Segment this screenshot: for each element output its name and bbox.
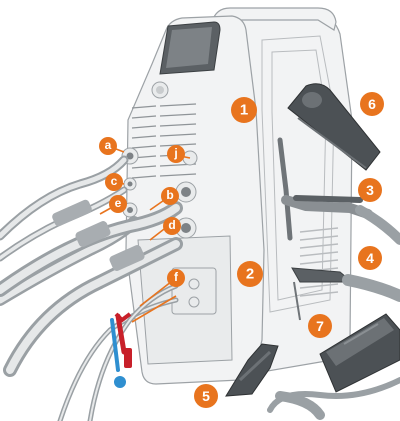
carry-handle	[211, 7, 337, 31]
svg-text:2: 2	[246, 266, 254, 283]
callout-d: d	[163, 217, 181, 235]
foot-pedal	[319, 313, 400, 393]
svg-text:4: 4	[366, 250, 374, 266]
socket-f-lower	[188, 296, 200, 308]
svg-text:3: 3	[366, 182, 374, 198]
callout-b: b	[161, 187, 179, 205]
callout-5: 5	[194, 384, 218, 408]
svg-text:e: e	[115, 196, 122, 210]
svg-text:1: 1	[240, 102, 248, 119]
callout-4: 4	[358, 246, 382, 270]
cables	[0, 155, 400, 421]
callout-e: e	[109, 195, 127, 213]
callout-c: c	[105, 173, 123, 191]
svg-text:5: 5	[202, 388, 210, 404]
electrode-holder	[291, 267, 400, 321]
svg-text:6: 6	[368, 96, 376, 112]
callout-1: 1	[231, 97, 257, 123]
callout-3: 3	[358, 178, 382, 202]
front-grille	[131, 103, 197, 179]
callout-f: f	[167, 269, 185, 287]
callout-7: 7	[308, 314, 332, 338]
earth-clamp	[225, 343, 279, 397]
svg-text:j: j	[173, 146, 177, 160]
svg-text:7: 7	[316, 318, 324, 334]
svg-text:f: f	[174, 270, 179, 284]
svg-text:d: d	[168, 218, 175, 232]
svg-text:a: a	[105, 138, 112, 152]
tig-torch	[277, 137, 400, 245]
callout-a: a	[99, 137, 117, 155]
remote-control	[287, 83, 381, 171]
svg-text:c: c	[111, 174, 118, 188]
callout-j: j	[167, 145, 185, 163]
svg-text:b: b	[166, 188, 173, 202]
test-leads	[110, 312, 132, 388]
socket-f-upper	[188, 278, 200, 290]
callout-2: 2	[237, 261, 263, 287]
callout-6: 6	[360, 92, 384, 116]
